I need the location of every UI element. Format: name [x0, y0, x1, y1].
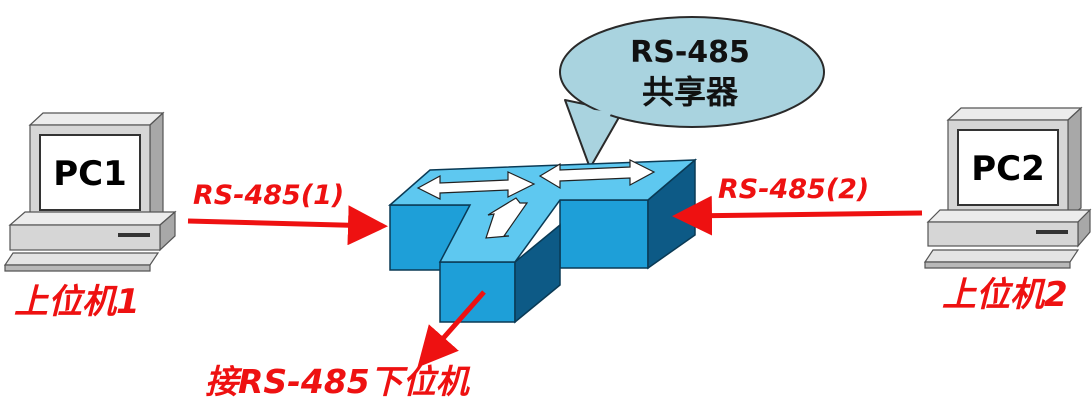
pc2-caption: 上位机2 [942, 275, 1068, 315]
link-arrow-bottom [417, 290, 486, 368]
pc1-screen-label: PC1 [53, 154, 127, 194]
link-arrow-left [187, 205, 388, 246]
bottom-link-label: 接RS-485下位机 [205, 362, 471, 401]
pc1-caption: 上位机1 [14, 282, 140, 322]
hub-direction-arrows-icon [416, 159, 656, 239]
bubble-title: RS-485 [630, 35, 750, 70]
pc2-screen-label: PC2 [971, 149, 1045, 189]
desktop-computer-icon [3, 111, 177, 272]
bubble-subtitle: 共享器 [642, 73, 739, 111]
sharer-callout-bubble: RS-485 共享器 [559, 16, 825, 169]
pc2-computer: PC2 [923, 106, 1092, 269]
right-link-label: RS-485(2) [718, 174, 869, 205]
pc1-computer: PC1 [3, 111, 177, 272]
link-arrow-right [672, 195, 923, 236]
left-link-label: RS-485(1) [193, 180, 344, 211]
rs485-sharer-hub-icon [388, 158, 698, 324]
desktop-computer-icon [923, 106, 1092, 269]
